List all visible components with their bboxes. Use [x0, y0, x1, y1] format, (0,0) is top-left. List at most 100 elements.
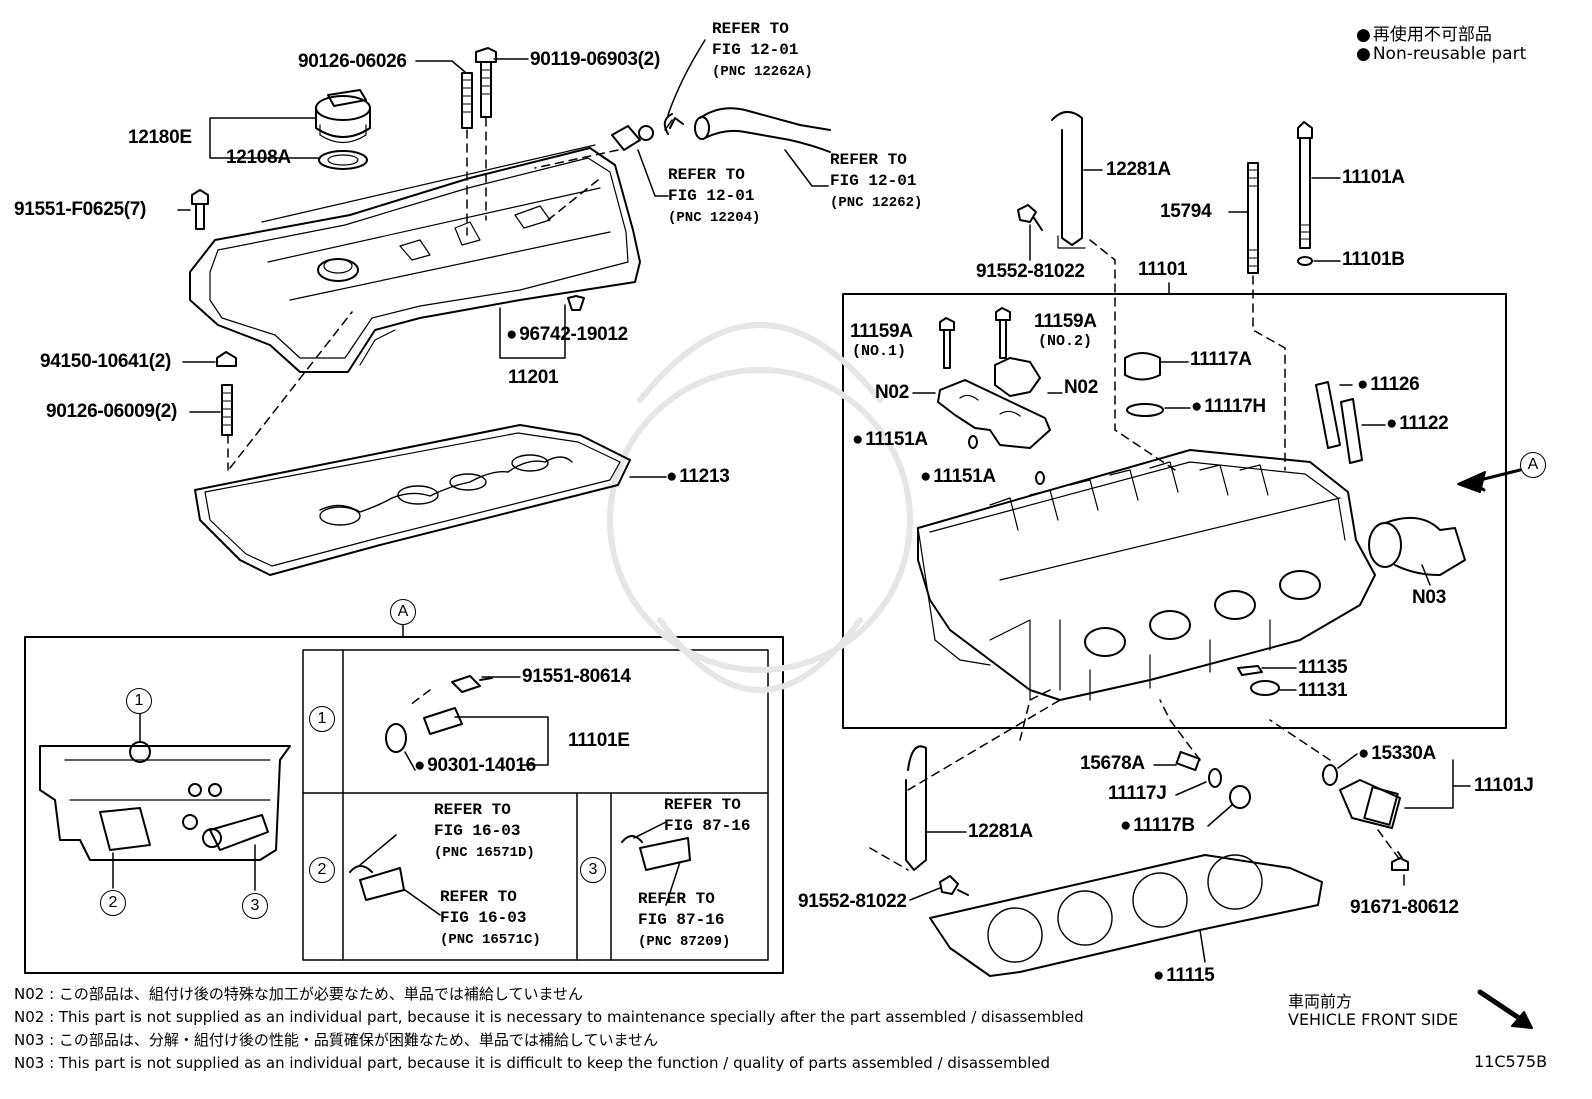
note-n03-jp: N03 : この部品は、分解・組付け後の性能・品質確保が困難なため、単品では補給… — [14, 1031, 659, 1049]
label-15330A: 15330A — [1358, 744, 1436, 764]
label-11159A-no1: 11159A — [850, 321, 913, 342]
label-90126-06009: 90126-06009(2) — [46, 401, 178, 422]
callout-a-detail: A — [390, 599, 416, 625]
plug-11117a — [1124, 352, 1161, 381]
label-96742-19012: 96742-19012 — [506, 325, 628, 345]
pcv-valve-drawing — [611, 125, 654, 151]
label-91551-F0625: 91551-F0625(7) — [14, 199, 147, 220]
bolt-91551-drawing — [191, 189, 209, 230]
cylinder-head-drawing — [917, 449, 1376, 701]
front-label-en: VEHICLE FRONT SIDE — [1288, 1010, 1459, 1029]
callout-2: 2 — [100, 890, 126, 916]
label-12281A-top: 12281A — [1106, 159, 1171, 180]
label-11101: 11101 — [1138, 259, 1188, 280]
dashed-lines — [227, 117, 1401, 871]
label-N02-right: N02 — [1064, 377, 1098, 398]
label-90126-06026: 90126-06026 — [298, 51, 407, 72]
label-11122: 11122 — [1386, 414, 1449, 434]
label-11213: 11213 — [666, 467, 730, 487]
camshaft-bearing-cap-drawing — [937, 357, 1051, 449]
row-number-1: 1 — [309, 706, 335, 732]
label-91552-81022-bottom: 91552-81022 — [798, 891, 907, 912]
label-11117B: 11117B — [1120, 816, 1195, 836]
legend-en: Non-reusable part — [1356, 44, 1526, 64]
label-11101A: 11101A — [1342, 167, 1405, 188]
callout-1: 1 — [126, 688, 152, 714]
bolt-11101a-drawing — [1297, 121, 1313, 249]
label-11117J: 11117J — [1108, 783, 1167, 804]
label-90119-06903: 90119-06903(2) — [530, 49, 660, 70]
note-n02-jp: N02 : この部品は、組付け後の特殊な加工が必要なため、単品では補給していませ… — [14, 985, 584, 1003]
nut-drawing — [216, 351, 237, 367]
bolts-11159a-drawing — [939, 307, 1011, 369]
stud-15794-drawing — [1247, 162, 1259, 274]
figure-code: 11C575B — [1474, 1052, 1548, 1071]
ocv-drawing — [1339, 779, 1401, 829]
label-11117A: 11117A — [1190, 349, 1252, 370]
watermark — [607, 322, 913, 693]
legend-jp: 再使用不可部品 — [1356, 20, 1492, 45]
label-12108A: 12108A — [226, 147, 291, 168]
label-11126: 11126 — [1357, 375, 1420, 395]
stud-bolts-top — [461, 47, 497, 129]
detail-a-box — [24, 636, 784, 974]
label-94150-10641: 94150-10641(2) — [40, 351, 172, 372]
label-91551-80614: 91551-80614 — [522, 666, 631, 687]
hose-12281a-top — [1051, 111, 1086, 249]
label-12281A-bottom: 12281A — [968, 821, 1033, 842]
label-11159A-no1-sub: (NO.1) — [852, 343, 907, 360]
valve-cover-drawing — [189, 144, 641, 373]
washer-11101b — [1297, 256, 1313, 266]
leader-lines — [112, 39, 1471, 963]
label-11151A-1: 11151A — [852, 430, 928, 450]
label-11159A-no2-sub: (NO.2) — [1038, 333, 1093, 350]
note-n02-en: N02 : This part is not supplied as an in… — [14, 1008, 1084, 1026]
head-gasket-drawing — [929, 854, 1323, 977]
row-number-2: 2 — [309, 857, 335, 883]
label-91552-81022-top: 91552-81022 — [976, 261, 1085, 282]
gasket-11117h — [1126, 403, 1164, 417]
head-cover-gasket-drawing — [194, 424, 631, 576]
detail-a-drawing — [39, 741, 291, 861]
label-11159A-no2: 11159A — [1034, 311, 1097, 332]
bolt-91552-bottom — [939, 875, 969, 896]
label-15794: 15794 — [1160, 201, 1212, 222]
label-11117H: 11117H — [1191, 397, 1266, 417]
detail-a-inner-box — [302, 649, 769, 961]
union-n03-drawing — [1368, 516, 1466, 576]
label-11151A-2: 11151A — [920, 467, 996, 487]
ventilation-hose-drawing — [663, 107, 831, 153]
bolt-91552-top — [1017, 204, 1043, 231]
label-N03: N03 — [1412, 587, 1446, 608]
hose-12281a-bottom — [905, 745, 927, 871]
label-11131: 11131 — [1298, 680, 1348, 701]
front-label-jp: 車両前方 — [1288, 992, 1353, 1011]
label-11101J: 11101J — [1474, 775, 1534, 796]
note-n03-en: N03 : This part is not supplied as an in… — [14, 1054, 1051, 1072]
label-11115: 11115 — [1153, 966, 1215, 986]
label-12180E: 12180E — [128, 127, 192, 148]
label-11135: 11135 — [1298, 657, 1348, 678]
stud-90126-06009-drawing — [221, 384, 233, 436]
oil-filler-cap-drawing — [315, 89, 371, 170]
label-11101E: 11101E — [568, 730, 630, 751]
label-11101B: 11101B — [1342, 249, 1405, 270]
callout-a-view: A — [1520, 452, 1546, 478]
label-11201: 11201 — [508, 367, 559, 388]
row-number-3: 3 — [580, 857, 606, 883]
cylinder-head-group-box — [842, 293, 1507, 729]
label-15678A: 15678A — [1080, 753, 1145, 774]
label-N02-left: N02 — [875, 382, 909, 403]
label-90301-14016: 90301-14016 — [414, 756, 536, 776]
label-91671-80612: 91671-80612 — [1350, 897, 1459, 918]
callout-3: 3 — [242, 893, 268, 919]
